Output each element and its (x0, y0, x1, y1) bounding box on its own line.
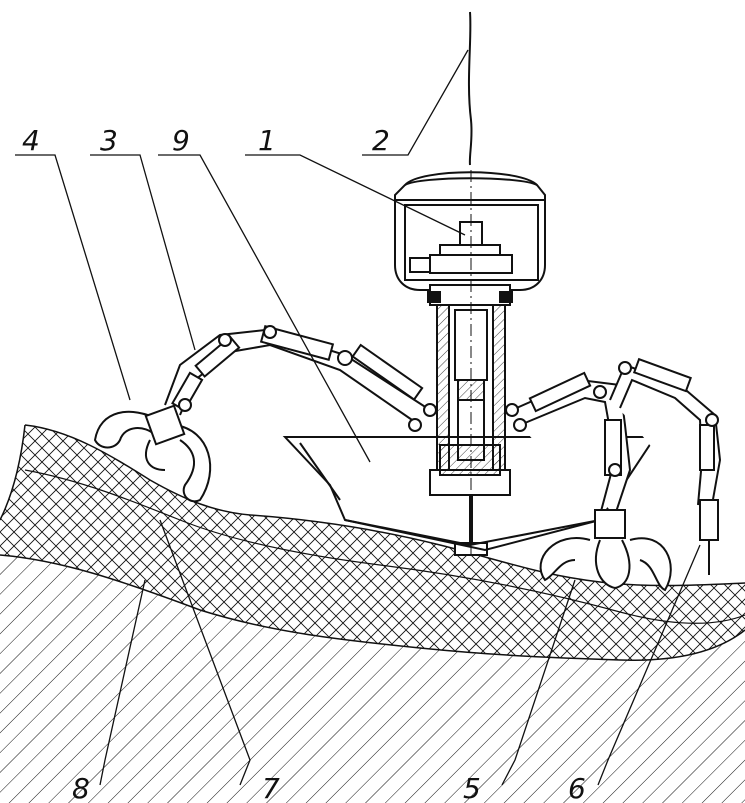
left-gripper-4 (93, 404, 212, 503)
right-arm-6 (609, 357, 722, 575)
tether-cable (467, 11, 473, 166)
right-manipulator-5 (505, 371, 632, 516)
callout-9: 9 (172, 124, 190, 157)
callout-5: 5 (463, 772, 481, 803)
upper-housing (394, 171, 546, 291)
callout-2: 2 (372, 124, 390, 157)
callout-labels: 1 2 3 4 5 6 7 8 9 (22, 124, 586, 803)
callout-6: 6 (568, 772, 586, 803)
callout-7: 7 (262, 772, 280, 803)
callout-8: 8 (72, 772, 90, 803)
leader-lines (15, 49, 701, 786)
callout-3: 3 (100, 124, 118, 157)
callout-1: 1 (258, 124, 276, 157)
main-shaft (427, 170, 513, 560)
left-manipulator-3 (164, 324, 437, 432)
callout-4: 4 (22, 124, 40, 157)
right-gripper (539, 509, 672, 592)
